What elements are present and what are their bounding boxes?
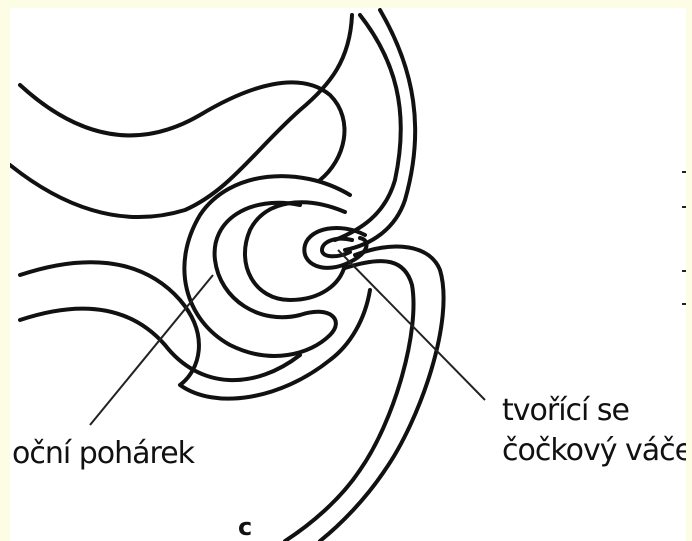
- optic-cup-label: oční pohárek: [12, 436, 194, 472]
- panel-letter: c: [238, 513, 252, 541]
- lens-vesicle-label-line1: tvořící se: [502, 393, 629, 429]
- cup-leader-line: [90, 275, 213, 425]
- edge-mark: [682, 303, 686, 305]
- upper-inner-contour: [20, 82, 344, 180]
- diagram-frame: oční pohárek tvořící se čočkový váček c: [10, 8, 686, 541]
- edge-mark: [682, 270, 686, 272]
- lower-inner-contour: [20, 309, 300, 381]
- optic-cup-inner: [245, 202, 345, 300]
- ectoderm-inner: [285, 261, 413, 541]
- lens-vesicle-label-line2: čočkový váček: [502, 433, 686, 469]
- edge-mark: [682, 206, 686, 208]
- edge-mark: [682, 171, 686, 173]
- lower-outer-contour: [20, 262, 370, 398]
